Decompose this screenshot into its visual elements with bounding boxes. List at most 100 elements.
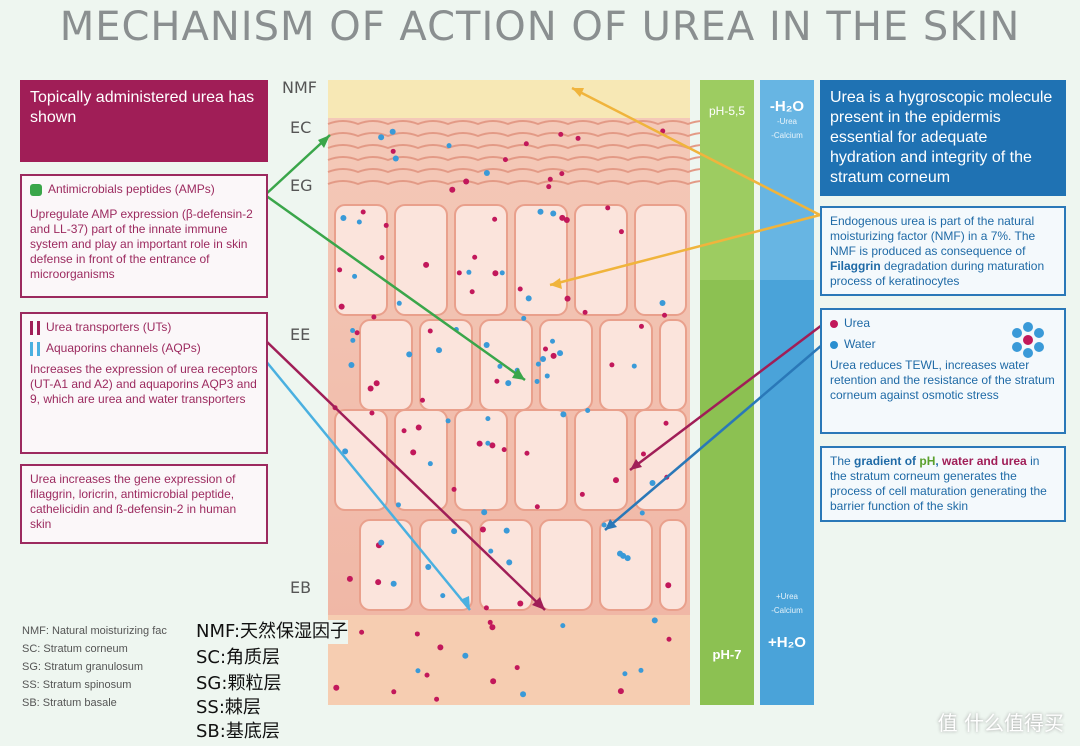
molecule-dot <box>485 416 491 422</box>
molecule-dot <box>425 563 432 570</box>
zh-ss: SS:棘层 <box>196 697 261 718</box>
molecule-dot <box>354 330 360 336</box>
molecule-dot <box>342 448 349 455</box>
molecule-dot <box>523 141 529 147</box>
molecule-dot <box>575 135 581 141</box>
molecule-dot <box>502 157 508 163</box>
urea-transporter-icon <box>30 320 40 335</box>
keratinocyte-cell <box>359 519 413 611</box>
molecule-dot <box>624 555 631 562</box>
corneum-line <box>327 132 719 138</box>
arrow-magenta-r <box>629 324 823 471</box>
gradient-box: The gradient of pH, water and urea in th… <box>820 446 1066 522</box>
molecule-dot <box>338 303 345 310</box>
molecule-dot <box>521 315 527 321</box>
molecule-dot <box>490 678 497 685</box>
molecule-dot <box>534 504 540 510</box>
molecule-dot <box>419 397 425 403</box>
molecule-dot <box>564 295 571 302</box>
keratinocyte-cell <box>599 319 653 411</box>
molecule-dot <box>392 155 399 162</box>
molecule-dot <box>414 631 420 637</box>
abbr-nmf: NMF: Natural moisturizing fac <box>22 625 167 637</box>
molecule-dot <box>451 486 457 492</box>
molecule-dot <box>558 131 564 137</box>
page-title: MECHANISM OF ACTION OF UREA IN THE SKIN <box>59 4 1021 50</box>
keratinocyte-cell <box>334 409 388 511</box>
h2o-top-label: -H₂O -Urea -Calcium <box>769 98 805 140</box>
molecule-dot <box>373 380 380 387</box>
molecule-dot <box>427 328 433 334</box>
molecule-dot <box>437 644 444 651</box>
molecule-dot <box>466 269 472 275</box>
molecule-dot <box>427 461 433 467</box>
keratinocyte-cell <box>659 319 687 411</box>
molecule-dot <box>537 208 544 215</box>
arrow-green-1 <box>264 134 331 196</box>
label-ee: EE <box>290 325 311 344</box>
molecule-dot <box>415 668 421 674</box>
filaggrin-bold: Filaggrin <box>830 259 881 273</box>
molecule-dot <box>492 270 499 277</box>
molecule-dot <box>563 217 570 224</box>
arrow-orange-2 <box>549 213 821 287</box>
molecule-dot <box>415 424 422 431</box>
molecule-dot <box>487 619 493 625</box>
gene-box: Urea increases the gene expression of fi… <box>20 464 268 544</box>
molecule-dot <box>449 186 456 193</box>
aqp-label: Aquaporins channels (AQPs) <box>46 341 201 355</box>
arrow-cyan <box>264 359 471 611</box>
molecule-dot <box>503 527 510 534</box>
molecule-dot <box>622 671 628 677</box>
molecule-dot <box>550 210 557 217</box>
gene-text: Urea increases the gene expression of fi… <box>30 472 237 531</box>
molecule-dot <box>483 605 489 611</box>
molecule-dot <box>434 696 440 702</box>
molecule-dot <box>663 420 669 426</box>
nmf-layer <box>328 80 690 120</box>
molecule-dot <box>369 410 375 416</box>
urea-label: Urea <box>844 316 871 330</box>
abbr-sg: SG: Stratum granulosum <box>22 661 144 673</box>
molecule-dot <box>550 352 557 359</box>
molecule-dot <box>659 300 666 307</box>
molecule-dot <box>492 216 498 222</box>
molecule-dot <box>488 548 494 554</box>
molecule-dot <box>350 328 356 334</box>
amp-text: Upregulate AMP expression (β-defensin-2 … <box>30 207 253 281</box>
molecule-dot <box>485 440 491 446</box>
molecule-dot <box>410 449 417 456</box>
keratinocyte-cell <box>454 204 508 316</box>
corneum-line <box>327 120 719 126</box>
keratinocyte-cell <box>574 204 628 316</box>
molecule-dot <box>517 286 523 292</box>
molecule-dot <box>456 270 462 276</box>
grad-text-3: in the stratum corneum generates the pro… <box>830 454 1047 513</box>
ph-bottom-label: pH-7 <box>712 647 742 662</box>
molecule-dot <box>424 672 430 678</box>
abbr-sc: SC: Stratum corneum <box>22 643 128 655</box>
molecule-dot <box>445 418 451 424</box>
keratinocyte-cell <box>419 319 473 411</box>
watermark: 值 什么值得买 <box>937 711 1064 735</box>
molecule-dot <box>535 361 541 367</box>
urea-dot-icon <box>830 319 838 328</box>
transport-text: Increases the expression of urea recepto… <box>30 362 258 406</box>
molecule-dot <box>476 440 483 447</box>
keratinocyte-cell <box>394 409 448 511</box>
molecule-dot <box>514 665 520 671</box>
molecule-dot <box>557 350 564 357</box>
arrow-blue-r <box>604 344 823 531</box>
molecule-dot <box>601 522 607 528</box>
right-header-box: Urea is a hygroscopic molecule present i… <box>820 80 1066 196</box>
molecule-dot <box>472 254 478 260</box>
molecule-dot <box>462 652 469 659</box>
molecule-dot <box>479 526 486 533</box>
grad-ph: pH <box>919 454 936 468</box>
keratinocyte-cell <box>539 319 593 411</box>
molecule-dot <box>383 222 389 228</box>
left-header-box: Topically administered urea has shown <box>20 80 268 162</box>
molecule-dot <box>560 623 566 629</box>
molecule-dot <box>505 380 512 387</box>
molecule-dot <box>620 552 627 559</box>
